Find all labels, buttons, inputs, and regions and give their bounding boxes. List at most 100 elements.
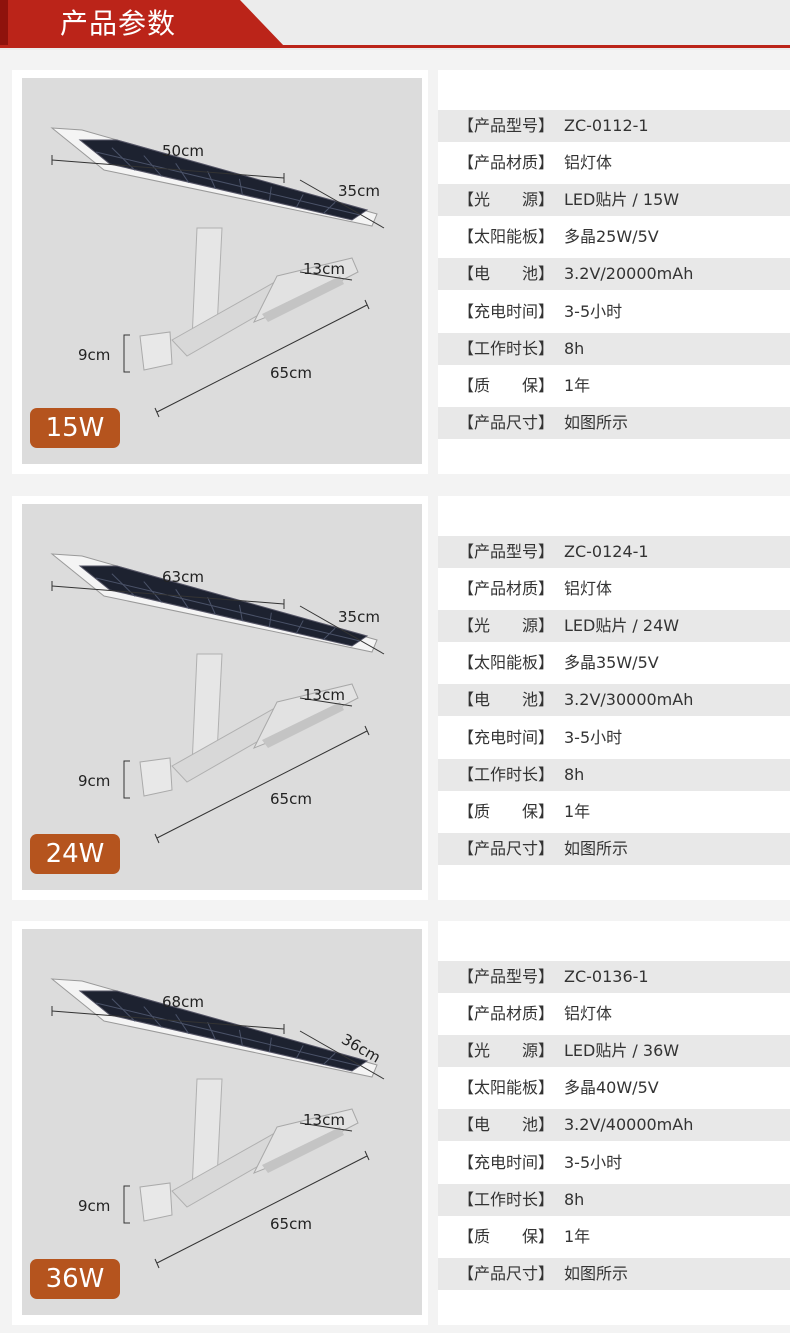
spec-row: 【充电时间】 3-5小时 [438, 296, 790, 328]
spec-label: 【电 池】 [458, 1115, 555, 1134]
spec-label: 【工作时长】 [458, 1190, 555, 1209]
spec-value: 3.2V/40000mAh [564, 1115, 694, 1134]
spec-label: 【产品尺寸】 [458, 413, 555, 432]
spec-label: 【产品型号】 [458, 542, 555, 561]
wattage-badge: 36W [30, 1259, 120, 1299]
spec-row: 【产品材质】铝灯体 [438, 573, 790, 605]
spec-row: 【产品型号】 ZC-0136-1 [438, 961, 790, 993]
spec-label: 【产品型号】 [458, 967, 555, 986]
spec-row: 【工作时长】 8h [438, 1184, 790, 1216]
spec-row: 【光 源】 LED贴片 / 15W [438, 184, 790, 216]
spec-panel: 【产品型号】ZC-0124-1【产品材质】铝灯体【光 源】LED贴片 / 24W… [438, 496, 790, 900]
spec-label: 【质 保】 [458, 802, 555, 821]
spec-label: 【光 源】 [458, 616, 555, 635]
spec-value: 1年 [564, 802, 591, 821]
wall-mount [139, 331, 173, 371]
spec-row: 【工作时长】 8h [438, 333, 790, 365]
spec-value: 3.2V/30000mAh [564, 690, 694, 709]
dim-lamp-height: 13cm [303, 1111, 345, 1129]
spec-value: ZC-0136-1 [564, 967, 649, 986]
spec-value: ZC-0124-1 [564, 542, 649, 561]
spec-row: 【电 池】 3.2V/30000mAh [438, 684, 790, 716]
spec-row: 【产品尺寸】如图所示 [438, 833, 790, 865]
solar-cells [78, 990, 369, 1072]
dim-panel-width: 68cm [162, 993, 204, 1011]
spec-value: 1年 [564, 376, 591, 395]
spec-label: 【充电时间】 [458, 302, 555, 321]
spec-value: 铝灯体 [564, 153, 613, 172]
wattage-badge: 24W [30, 834, 120, 874]
spec-label: 【充电时间】 [458, 728, 555, 747]
spec-row: 【产品尺寸】如图所示 [438, 407, 790, 439]
spec-label: 【产品型号】 [458, 116, 555, 135]
dim-panel-depth: 35cm [338, 608, 380, 626]
spec-value: 如图所示 [564, 1264, 629, 1283]
spec-value: 8h [564, 765, 585, 784]
led-array [262, 702, 344, 748]
dim-arm-length: 65cm [270, 790, 312, 808]
spec-row: 【产品型号】 ZC-0124-1 [438, 536, 790, 568]
spec-value: 多晶35W/5V [564, 653, 659, 672]
header-accent [0, 0, 8, 47]
led-array [262, 1127, 344, 1173]
spec-label: 【太阳能板】 [458, 1078, 555, 1097]
spec-label: 【光 源】 [458, 190, 555, 209]
spec-label: 【光 源】 [458, 1041, 555, 1060]
spec-value: 8h [564, 1190, 585, 1209]
spec-value: LED贴片 / 36W [564, 1041, 680, 1060]
spec-value: 多晶25W/5V [564, 227, 659, 246]
spec-row: 【产品型号】 ZC-0112-1 [438, 110, 790, 142]
spec-value: 1年 [564, 1227, 591, 1246]
spec-value: LED贴片 / 15W [564, 190, 680, 209]
spec-label: 【工作时长】 [458, 339, 555, 358]
wall-mount [139, 757, 173, 797]
spec-row: 【充电时间】3-5小时 [438, 722, 790, 754]
solar-cells [78, 565, 369, 647]
spec-label: 【产品材质】 [458, 1004, 555, 1023]
spec-value: 铝灯体 [564, 579, 613, 598]
dim-panel-depth: 35cm [338, 182, 380, 200]
spec-value: 3-5小时 [564, 1153, 623, 1172]
dim-arm-length: 65cm [270, 364, 312, 382]
spec-value: LED贴片 / 24W [564, 616, 680, 635]
spec-label: 【产品尺寸】 [458, 839, 555, 858]
spec-row: 【产品材质】铝灯体 [438, 147, 790, 179]
spec-label: 【产品材质】 [458, 579, 555, 598]
spec-label: 【质 保】 [458, 376, 555, 395]
spec-label: 【质 保】 [458, 1227, 555, 1246]
section-title: 产品参数 [60, 7, 177, 40]
spec-value: 如图所示 [564, 413, 629, 432]
spec-label: 【太阳能板】 [458, 653, 555, 672]
spec-row: 【质 保】 1年 [438, 1221, 790, 1253]
spec-label: 【电 池】 [458, 690, 555, 709]
spec-panel: 【产品型号】ZC-0136-1【产品材质】铝灯体【光 源】LED贴片 / 36W… [438, 921, 790, 1325]
spec-row: 【质 保】 1年 [438, 370, 790, 402]
spec-value: ZC-0112-1 [564, 116, 649, 135]
spec-value: 如图所示 [564, 839, 629, 858]
spec-row: 【太阳能板】多晶35W/5V [438, 647, 790, 679]
dim-panel-width: 63cm [162, 568, 204, 586]
wall-mount [139, 1182, 173, 1222]
spec-row: 【质 保】 1年 [438, 796, 790, 828]
spec-value: 8h [564, 339, 585, 358]
spec-value: 3-5小时 [564, 302, 623, 321]
spec-label: 【产品材质】 [458, 153, 555, 172]
spec-label: 【太阳能板】 [458, 227, 555, 246]
spec-label: 【产品尺寸】 [458, 1264, 555, 1283]
header-rule [0, 45, 790, 48]
dim-mount: 9cm [78, 1197, 110, 1215]
spec-label: 【充电时间】 [458, 1153, 555, 1172]
dim-panel-width: 50cm [162, 142, 204, 160]
spec-row: 【太阳能板】多晶25W/5V [438, 221, 790, 253]
solar-cells [78, 139, 369, 221]
spec-row: 【光 源】 LED贴片 / 36W [438, 1035, 790, 1067]
